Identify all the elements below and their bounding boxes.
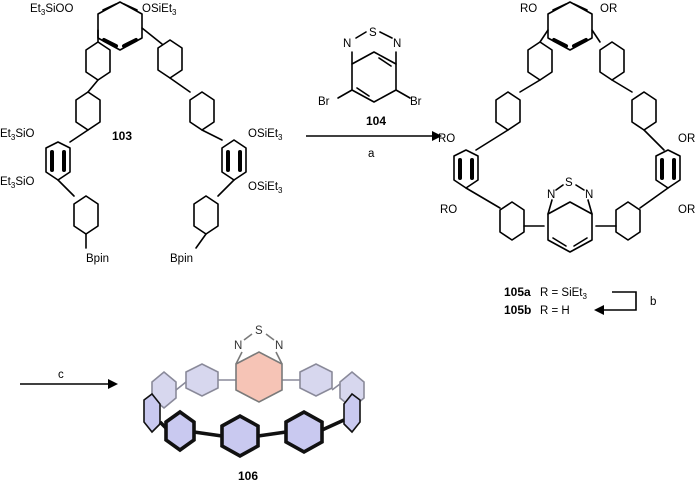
compound-103-number: 103 <box>112 129 132 143</box>
right-cyclohexadiene-ring <box>221 139 247 181</box>
or-label: OR <box>678 133 695 145</box>
phenyl-ring <box>499 201 525 241</box>
back-phenyl-ring <box>299 363 333 397</box>
front-phenyl-ring <box>220 413 260 459</box>
back-phenyl-ring <box>185 363 219 397</box>
right-cyclohexadiene-ring <box>655 149 681 189</box>
phenyl-ring <box>599 41 625 81</box>
nitrogen-label: N <box>547 189 555 201</box>
benzothiadiazole-ring <box>351 51 397 103</box>
osi-label: Et3SiOO <box>30 3 74 17</box>
compound-105b-number: 105b <box>504 303 531 317</box>
bromine-label: Br <box>318 96 330 108</box>
sulfur-label: S <box>255 325 263 337</box>
arrow-c-label: c <box>58 369 64 381</box>
benzothiadiazole-ring <box>235 351 283 403</box>
nitrogen-label: N <box>343 38 351 50</box>
osi-label: OSiEt3 <box>248 128 283 142</box>
osi-label: OSiEt3 <box>142 3 177 17</box>
arrow-b-label: b <box>650 296 656 308</box>
benzothiadiazole-ring <box>547 201 593 253</box>
compound-106-number: 106 <box>238 469 258 483</box>
compound-106-structure: N S N 106 <box>143 325 365 483</box>
left-cyclohexadiene-ring <box>45 141 71 181</box>
bpin-label: Bpin <box>86 253 109 265</box>
phenyl-ring <box>495 91 521 131</box>
phenyl-ring <box>193 195 219 235</box>
arrow-c: c <box>20 369 118 389</box>
compound-104-structure: N S N Br Br 104 <box>318 27 422 128</box>
phenyl-ring <box>75 91 101 131</box>
nitrogen-label: N <box>393 38 401 50</box>
sulfur-label: S <box>565 177 573 189</box>
sulfur-label: S <box>369 27 377 39</box>
ro-label: RO <box>520 3 537 15</box>
osi-label: OSiEt3 <box>248 181 283 195</box>
ro-label: RO <box>440 204 457 216</box>
top-cyclohexadiene-ring <box>547 1 593 51</box>
side-phenyl-ring <box>343 392 361 434</box>
bromine-label: Br <box>410 96 422 108</box>
compound-104-number: 104 <box>366 114 386 128</box>
left-cyclohexadiene-ring <box>453 149 479 189</box>
phenyl-ring <box>615 201 641 241</box>
compound-103-structure: Et3SiOO OSiEt3 Et3SiO Et3SiO OSiEt3 OSiE… <box>0 1 283 265</box>
ro-label: RO <box>438 133 455 145</box>
arrow-b: b <box>594 291 656 315</box>
osi-label: Et3SiO <box>0 176 35 190</box>
arrow-a: a <box>306 131 442 160</box>
arrow-a-label: a <box>368 148 375 160</box>
phenyl-ring <box>527 41 553 81</box>
bpin-label: Bpin <box>170 253 193 265</box>
nitrogen-label: N <box>275 340 283 352</box>
phenyl-ring <box>73 195 99 235</box>
or-label: OR <box>600 3 617 15</box>
nitrogen-label: N <box>234 340 242 352</box>
compound-105a-number: 105a <box>504 285 531 299</box>
phenyl-ring <box>189 91 215 131</box>
phenyl-ring <box>85 41 111 81</box>
front-phenyl-ring <box>164 409 196 453</box>
compound-105-structure: RO OR RO RO OR OR <box>438 1 695 317</box>
or-label: OR <box>678 204 695 216</box>
nitrogen-label: N <box>585 189 593 201</box>
r-definition-105a: R = SiEt3 <box>540 287 588 301</box>
phenyl-ring <box>157 39 183 79</box>
front-phenyl-ring <box>284 409 324 455</box>
phenyl-ring <box>631 91 657 131</box>
osi-label: Et3SiO <box>0 128 35 142</box>
r-definition-105b: R = H <box>540 305 570 317</box>
